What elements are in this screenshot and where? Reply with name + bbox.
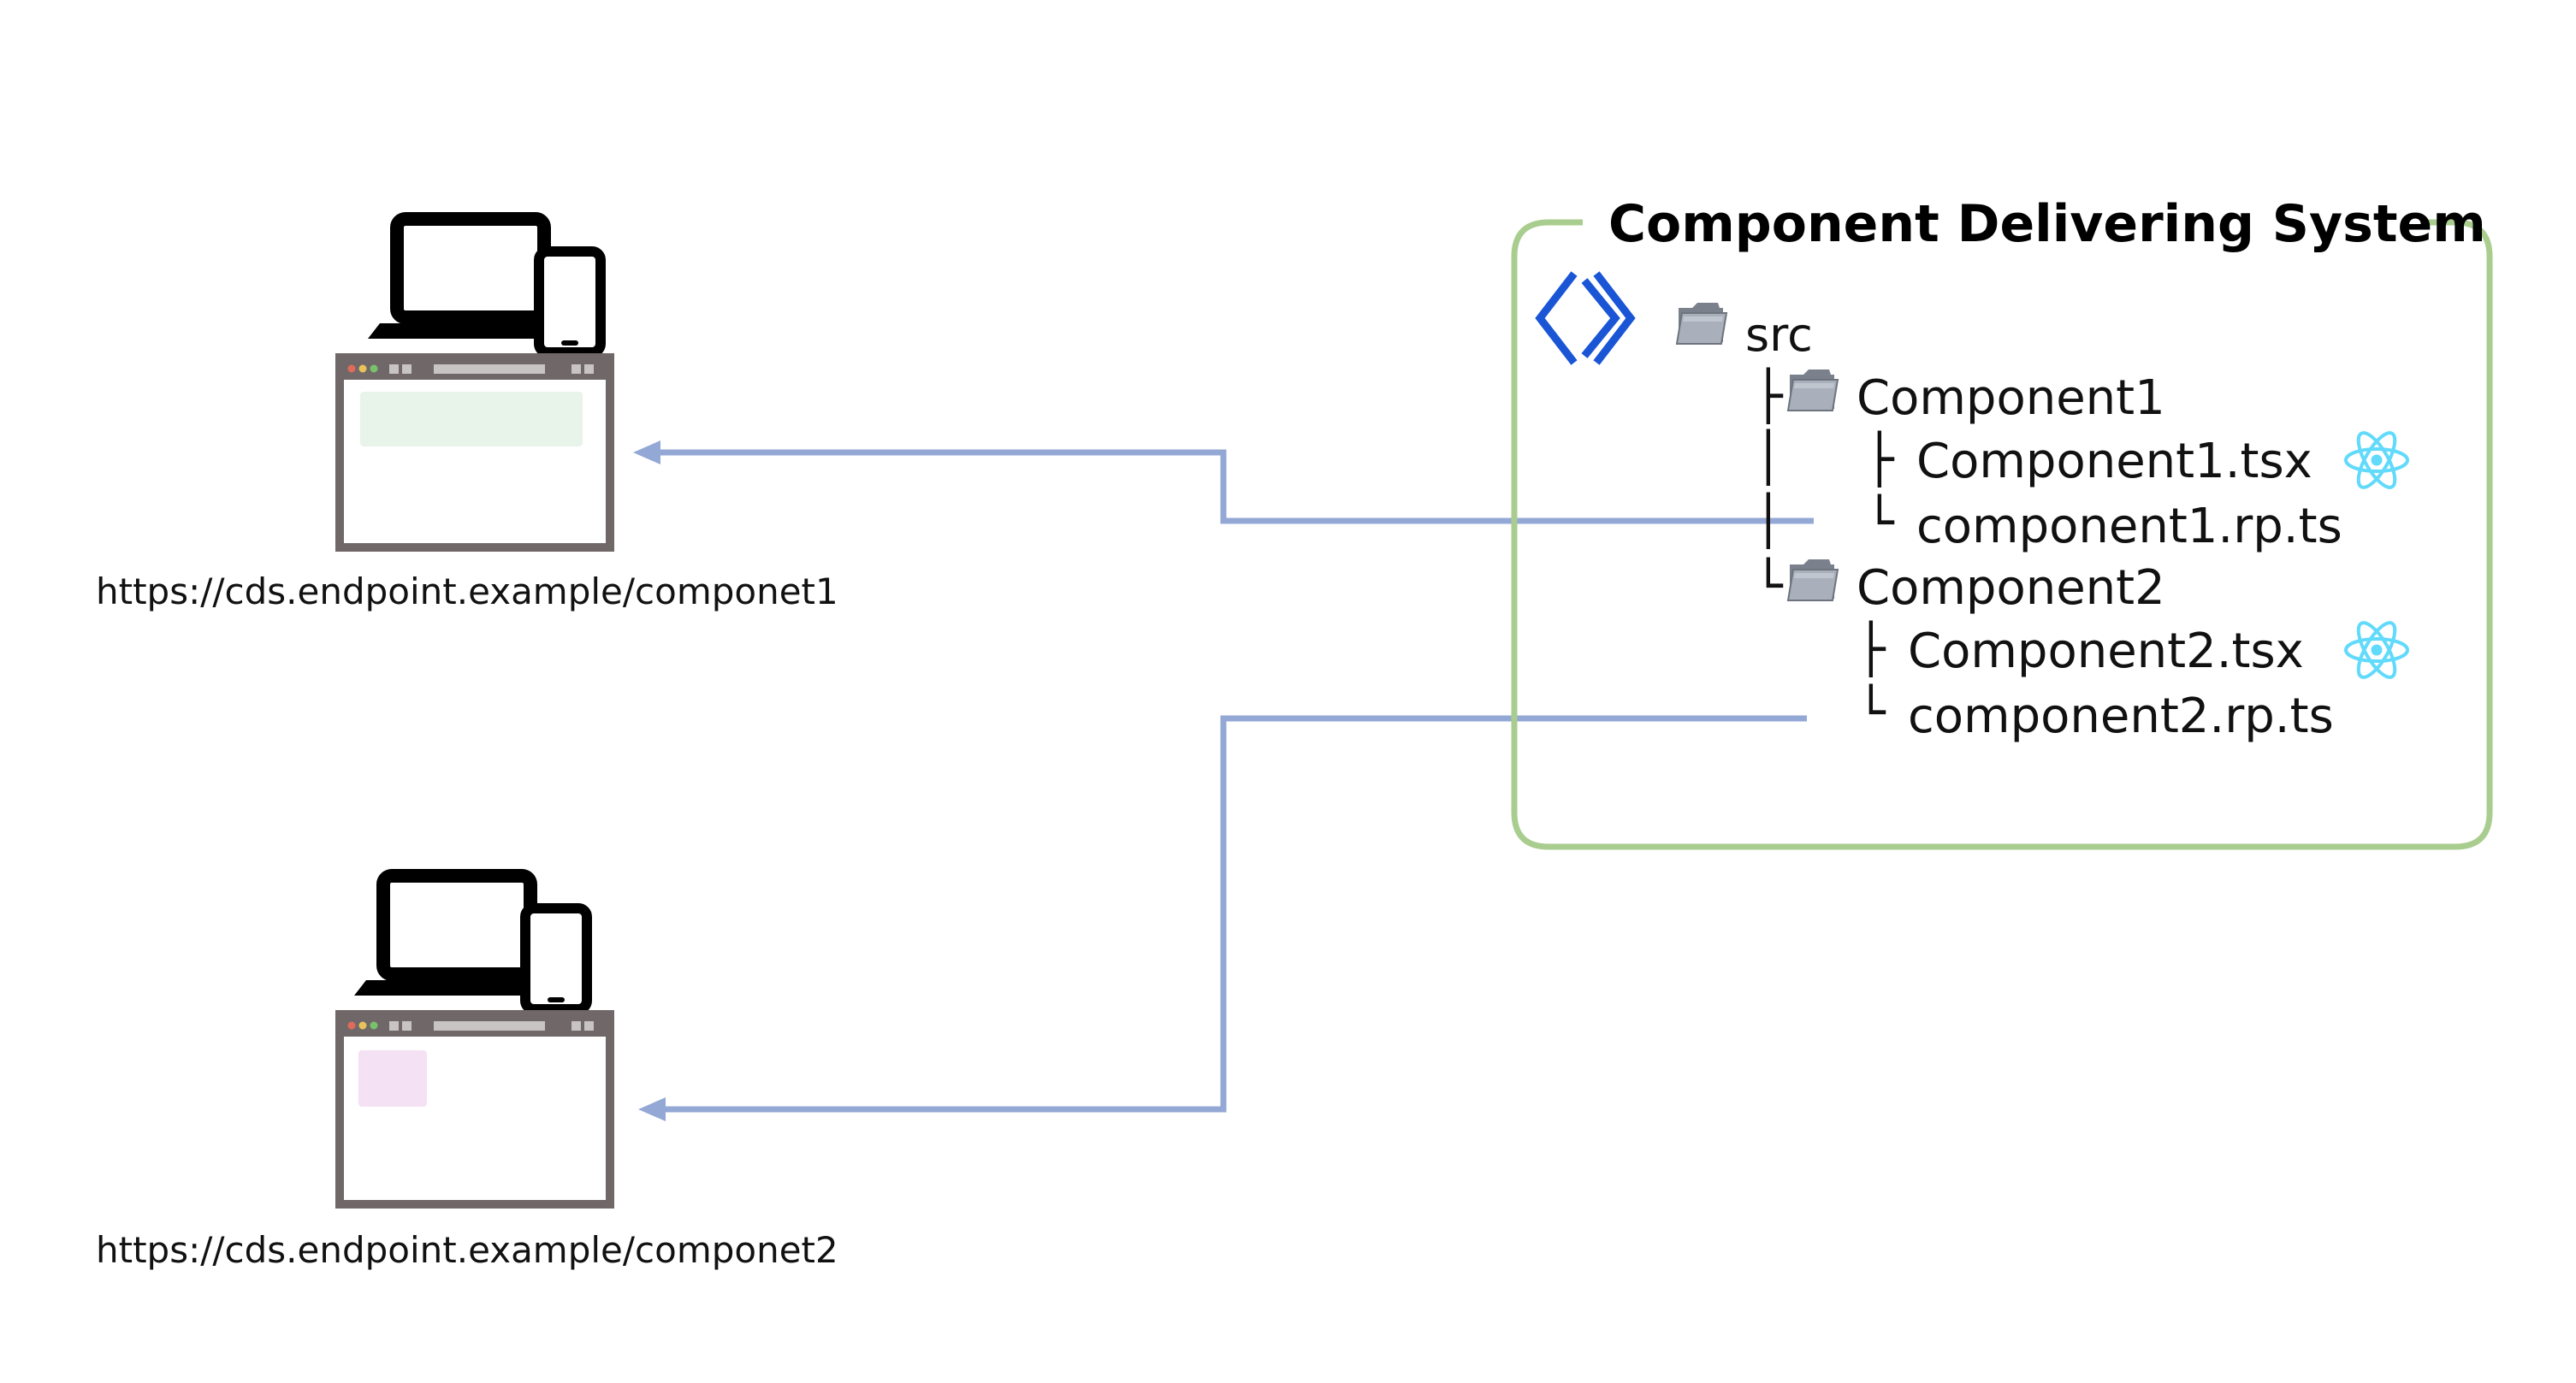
system-border	[1511, 219, 2493, 850]
arrowhead-component1	[633, 440, 660, 464]
connector-component2	[657, 715, 1807, 1113]
file-tree: src ├ Component1 │ │ ├ Component1.tsx └ …	[1676, 302, 2409, 744]
browser-window-icon	[340, 358, 610, 547]
connector-lines	[633, 440, 1814, 1121]
component-preview-panel	[358, 1050, 427, 1107]
system-title: Component Delivering System	[1608, 194, 2486, 254]
arrowhead-component2	[638, 1097, 666, 1121]
tree-folder-label: Component2	[1856, 560, 2165, 616]
tree-branch: ├	[1856, 620, 1886, 677]
browser-window-icon	[340, 1014, 610, 1204]
client-endpoint-2: https://cds.endpoint.example/componet2	[96, 876, 838, 1271]
tree-branch: └	[1865, 494, 1895, 551]
endpoint-url: https://cds.endpoint.example/componet2	[96, 1229, 838, 1271]
client-endpoint-1: https://cds.endpoint.example/componet1	[96, 219, 838, 612]
tree-file-label: component1.rp.ts	[1916, 499, 2342, 554]
tree-folder-label: Component1	[1856, 370, 2165, 426]
component-delivering-system: Component Delivering System src ├ Compon…	[1511, 194, 2493, 850]
tree-branch: ├	[1865, 430, 1895, 488]
tree-branch: └	[1754, 557, 1784, 614]
react-icon	[2344, 426, 2409, 494]
tree-file-label: Component1.tsx	[1916, 434, 2312, 489]
endpoint-url: https://cds.endpoint.example/componet1	[96, 570, 838, 612]
tree-branch: │	[1754, 428, 1783, 486]
connector-component1	[650, 449, 1814, 524]
tree-file-label: Component2.tsx	[1908, 624, 2304, 679]
tree-file-label: component2.rp.ts	[1908, 689, 2334, 744]
folder-icon	[1787, 559, 1839, 601]
component-preview-panel	[360, 392, 583, 446]
tree-root-label: src	[1745, 308, 1813, 362]
tree-branch: └	[1856, 683, 1886, 741]
tree-branch: ├	[1754, 367, 1784, 424]
laptop-phone-icon	[368, 219, 601, 352]
chevron-brackets-logo-icon	[1535, 271, 1636, 365]
laptop-phone-icon	[354, 876, 587, 1009]
folder-icon	[1787, 369, 1839, 411]
react-icon	[2344, 616, 2409, 684]
tree-branch: │	[1754, 492, 1783, 549]
folder-icon	[1676, 302, 1727, 345]
